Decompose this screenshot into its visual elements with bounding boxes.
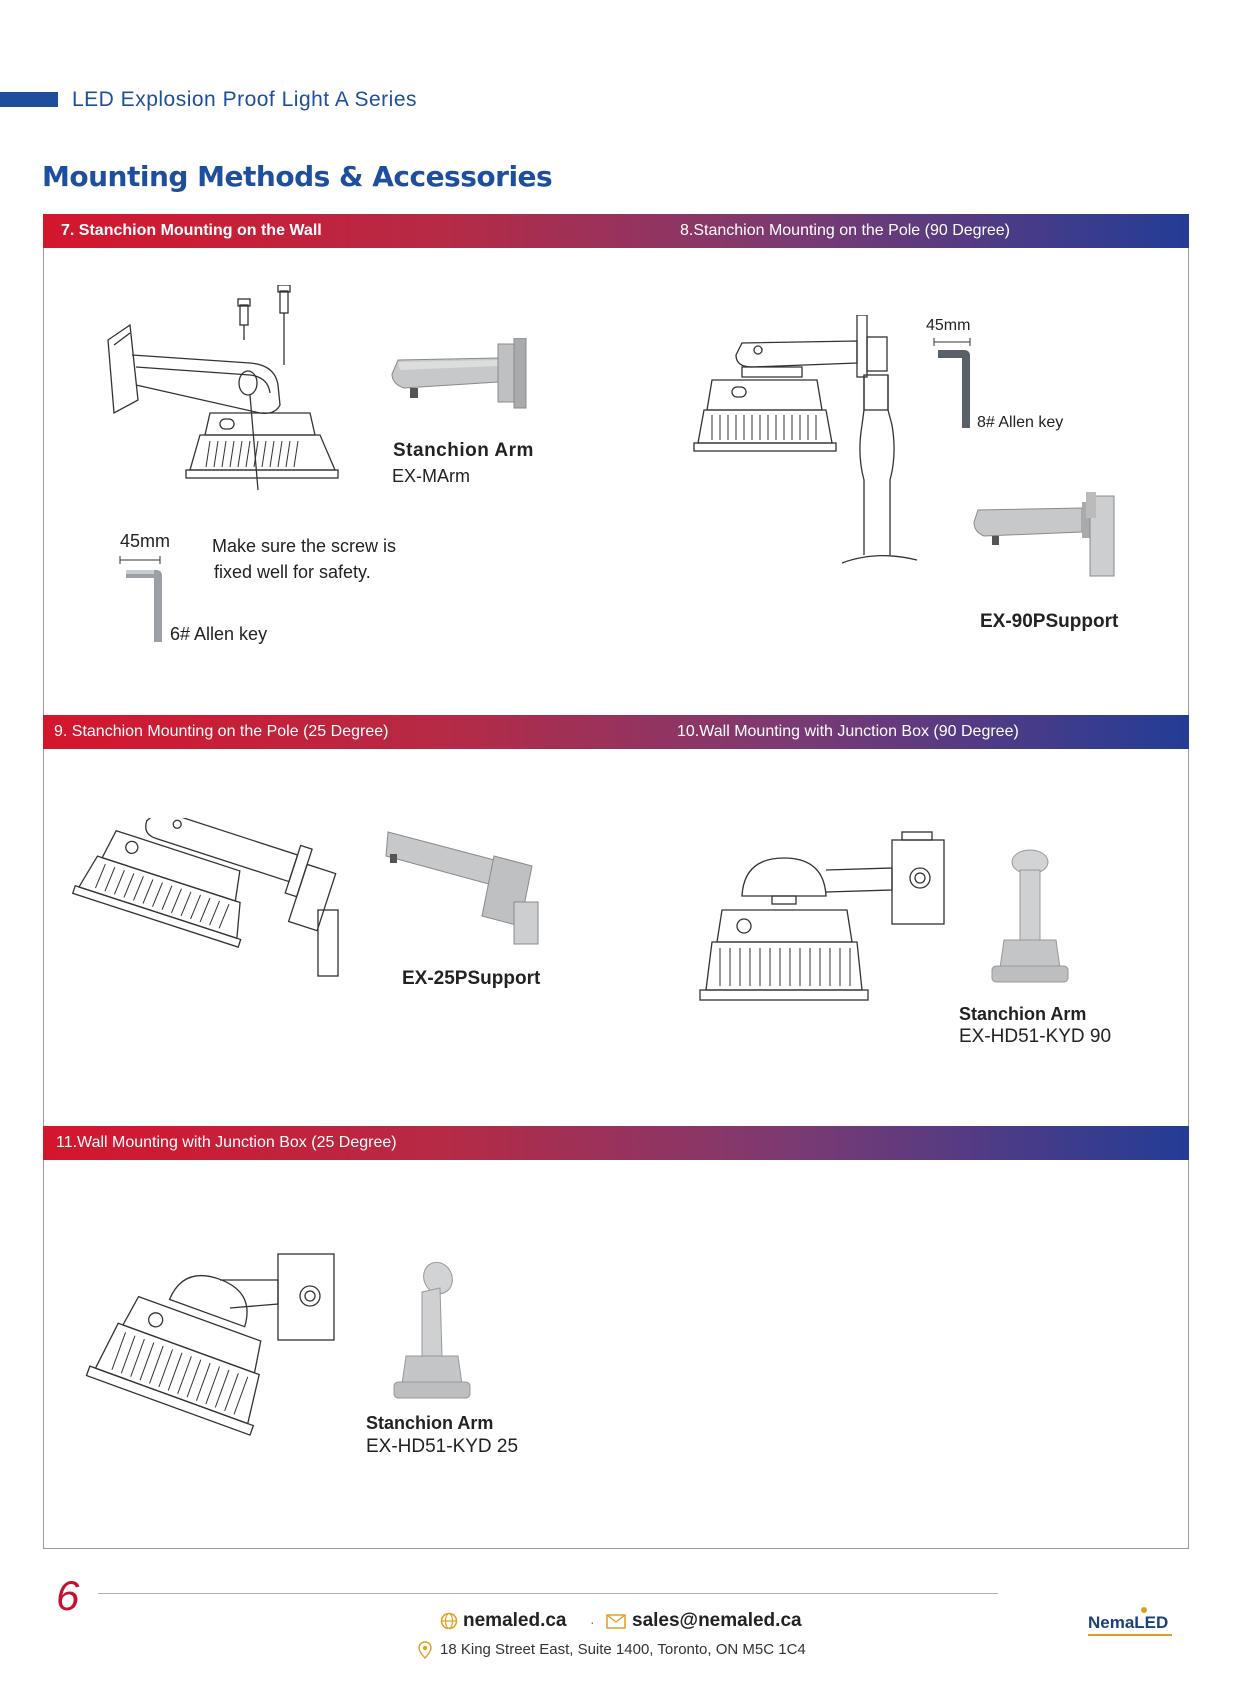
pole-mount-90-drawing bbox=[693, 315, 918, 564]
nemaled-logo: NemaLED bbox=[1088, 1606, 1178, 1642]
sec10-part-name: Stanchion Arm bbox=[959, 1004, 1087, 1024]
footer-separator: · bbox=[590, 1614, 595, 1630]
sec7-part-code: EX-MArm bbox=[392, 466, 470, 486]
footer-divider bbox=[98, 1593, 998, 1594]
junction-box-90-drawing bbox=[699, 831, 945, 1001]
section-band-7-8: 7. Stanchion Mounting on the Wall 8.Stan… bbox=[43, 214, 1189, 248]
page-number: 6 bbox=[56, 1572, 80, 1619]
sec8-dimension: 45mm bbox=[926, 317, 971, 334]
sec7-dimension: 45mm bbox=[120, 531, 171, 551]
logo-text: NemaLED bbox=[1088, 1613, 1168, 1632]
ex-marm-product-image bbox=[391, 338, 527, 409]
page-title: Mounting Methods & Accessories bbox=[42, 160, 553, 193]
website-link[interactable]: nemaled.ca bbox=[463, 1610, 567, 1631]
sec7-note-line2: fixed well for safety. bbox=[214, 562, 371, 582]
sec7-part-name: Stanchion Arm bbox=[393, 440, 534, 461]
email-link[interactable]: sales@nemaled.ca bbox=[632, 1610, 802, 1631]
location-pin-icon bbox=[418, 1641, 432, 1659]
sec9-part-code: EX-25PSupport bbox=[402, 968, 541, 989]
sec7-allen-key-label: 6# Allen key bbox=[170, 624, 268, 644]
allen-key-8-icon bbox=[933, 338, 971, 428]
section-heading-8: 8.Stanchion Mounting on the Pole (90 Deg… bbox=[680, 222, 1010, 239]
pole-mount-25-drawing bbox=[71, 818, 339, 977]
sec8-part-code: EX-90PSupport bbox=[980, 611, 1119, 632]
section-heading-10: 10.Wall Mounting with Junction Box (90 D… bbox=[677, 723, 1019, 740]
section-band-9-10: 9. Stanchion Mounting on the Pole (25 De… bbox=[43, 715, 1189, 749]
ex-hd51-kyd-25-product-image bbox=[393, 1262, 471, 1399]
globe-icon bbox=[440, 1612, 458, 1630]
wall-mount-assembly-drawing bbox=[107, 285, 339, 491]
allen-key-6-icon bbox=[119, 556, 162, 642]
sec10-part-code: EX-HD51-KYD 90 bbox=[959, 1026, 1112, 1047]
junction-box-25-drawing bbox=[85, 1253, 335, 1436]
sec11-part-code: EX-HD51-KYD 25 bbox=[366, 1436, 519, 1457]
mail-icon bbox=[606, 1614, 626, 1629]
section-heading-11: 11.Wall Mounting with Junction Box (25 D… bbox=[56, 1134, 397, 1151]
footer-address: 18 King Street East, Suite 1400, Toronto… bbox=[440, 1641, 806, 1658]
sec7-note-line1: Make sure the screw is bbox=[212, 536, 397, 556]
section-heading-9: 9. Stanchion Mounting on the Pole (25 De… bbox=[54, 723, 389, 740]
ex-hd51-kyd-90-product-image bbox=[991, 849, 1069, 983]
section-band-11: 11.Wall Mounting with Junction Box (25 D… bbox=[43, 1126, 1189, 1160]
series-title: LED Explosion Proof Light A Series bbox=[72, 88, 418, 111]
section-heading-7: 7. Stanchion Mounting on the Wall bbox=[61, 222, 322, 239]
sec8-allen-key-label: 8# Allen key bbox=[977, 414, 1064, 431]
ex-90psupport-product-image bbox=[973, 492, 1115, 577]
sec11-part-name: Stanchion Arm bbox=[366, 1413, 494, 1433]
ex-25psupport-product-image bbox=[385, 831, 539, 945]
header-accent-bar bbox=[0, 92, 58, 107]
